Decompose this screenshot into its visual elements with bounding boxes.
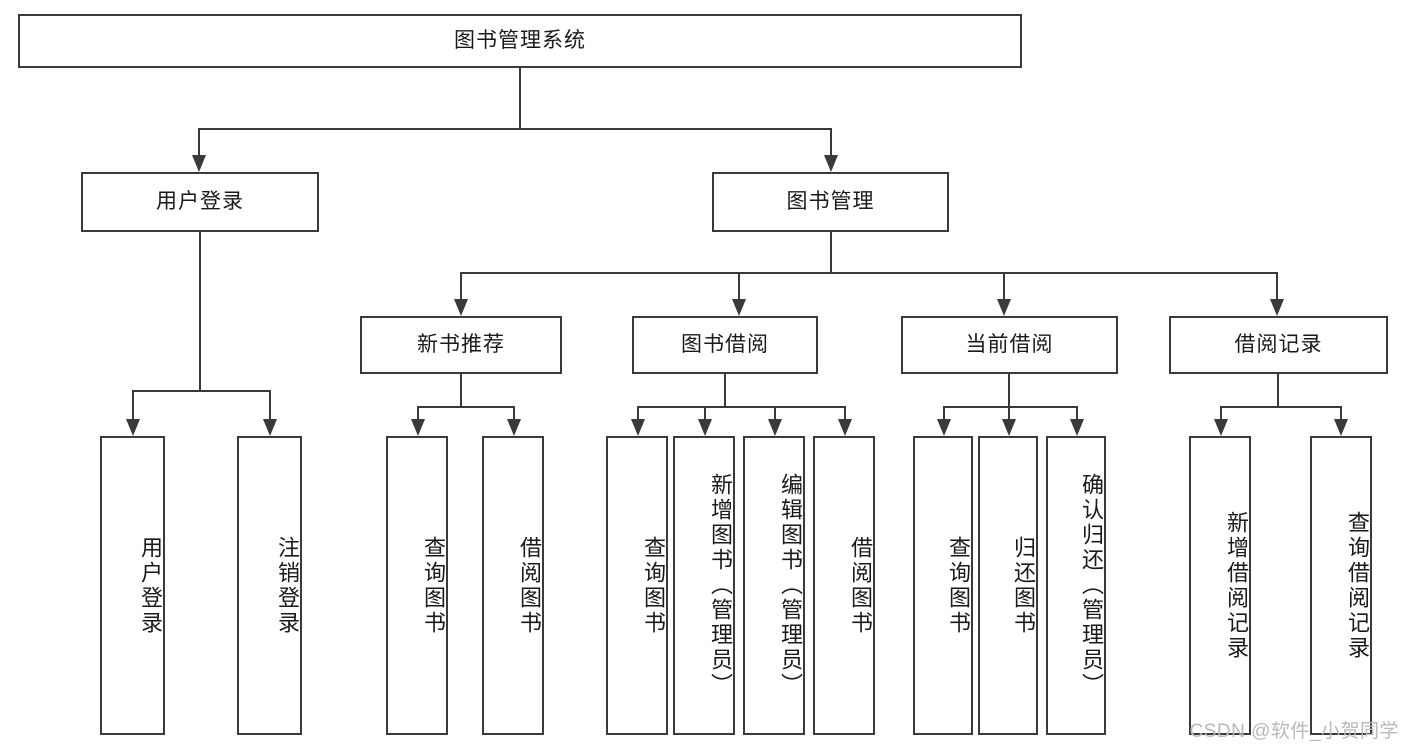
node-new-book-recommend[interactable]: 新书推荐	[360, 316, 562, 374]
node-label: 归还图书	[1011, 535, 1036, 636]
connector-book-borrow-drop-2	[704, 406, 706, 420]
connector-new-book-drop-2	[513, 406, 515, 420]
connector-book-manage-stem	[830, 232, 832, 272]
connector-current-borrow-stem	[1008, 374, 1010, 406]
connector-borrow-record-drop-2	[1340, 406, 1342, 420]
connector-new-book-drop-1	[417, 406, 419, 420]
node-book-borrow[interactable]: 图书借阅	[632, 316, 818, 374]
node-leaf-confirm-return[interactable]: 确认归还（管理员）	[1046, 436, 1106, 735]
node-label: 确认归还（管理员）	[1079, 473, 1104, 698]
connector-current-borrow-drop-1	[943, 406, 945, 420]
arrowhead-leaf-confirm-return	[1070, 419, 1084, 436]
node-user-login[interactable]: 用户登录	[81, 172, 319, 232]
connector-new-book-stem	[460, 374, 462, 406]
arrowhead-leaf-user-login	[126, 419, 140, 436]
node-leaf-query-book-borrow[interactable]: 查询图书	[606, 436, 668, 735]
arrowhead-leaf-logout	[263, 419, 277, 436]
arrowhead-leaf-query-book-2	[631, 419, 645, 436]
node-label: 新增图书（管理员）	[708, 473, 733, 698]
node-label: 借阅图书	[848, 535, 873, 636]
node-label: 用户登录	[138, 535, 163, 636]
arrowhead-new-book-recommend	[454, 299, 468, 316]
connector-level3-drop-3	[1003, 272, 1005, 300]
connector-level2-drop-book-manage	[830, 128, 832, 156]
connector-user-login-stem	[199, 232, 201, 390]
connector-level2-bar	[198, 128, 832, 130]
arrowhead-current-borrow	[997, 299, 1011, 316]
connector-book-borrow-stem	[724, 374, 726, 406]
connector-book-borrow-drop-3	[774, 406, 776, 420]
connector-level3-drop-2	[738, 272, 740, 300]
connector-borrow-record-bar	[1220, 406, 1341, 408]
node-label: 编辑图书（管理员）	[778, 473, 803, 698]
node-label: 查询图书	[946, 535, 971, 636]
connector-user-login-bar	[132, 390, 269, 392]
connector-book-borrow-drop-4	[844, 406, 846, 420]
node-label: 图书管理系统	[454, 28, 586, 52]
node-label: 图书管理	[786, 189, 875, 213]
node-leaf-query-record[interactable]: 查询借阅记录	[1310, 436, 1372, 735]
node-leaf-user-login[interactable]: 用户登录	[100, 436, 165, 735]
node-label: 借阅图书	[517, 535, 542, 636]
node-label: 查询借阅记录	[1345, 510, 1370, 661]
arrowhead-leaf-add-record	[1214, 419, 1228, 436]
arrowhead-leaf-query-record	[1334, 419, 1348, 436]
node-label: 图书借阅	[681, 332, 769, 356]
connector-borrow-record-drop-1	[1220, 406, 1222, 420]
node-leaf-return-book[interactable]: 归还图书	[978, 436, 1038, 735]
node-borrow-record[interactable]: 借阅记录	[1169, 316, 1388, 374]
node-leaf-borrow-book-borrow[interactable]: 借阅图书	[813, 436, 875, 735]
connector-current-borrow-drop-2	[1008, 406, 1010, 420]
node-leaf-add-record[interactable]: 新增借阅记录	[1189, 436, 1251, 735]
connector-book-borrow-bar	[637, 406, 845, 408]
arrowhead-leaf-borrow-book-2	[838, 419, 852, 436]
arrowhead-user-login	[192, 155, 206, 172]
node-label: 当前借阅	[965, 332, 1054, 356]
arrowhead-book-borrow	[732, 299, 746, 316]
connector-level3-bar	[460, 272, 1278, 274]
node-label: 借阅记录	[1234, 332, 1323, 356]
connector-level3-drop-4	[1276, 272, 1278, 300]
arrowhead-leaf-query-book-3	[937, 419, 951, 436]
arrowhead-leaf-borrow-book-1	[507, 419, 521, 436]
connector-new-book-bar	[417, 406, 514, 408]
connector-borrow-record-stem	[1277, 374, 1279, 406]
node-leaf-edit-book[interactable]: 编辑图书（管理员）	[743, 436, 805, 735]
connector-root-stem	[519, 68, 521, 128]
node-leaf-query-book-current[interactable]: 查询图书	[913, 436, 973, 735]
arrowhead-leaf-add-book	[698, 419, 712, 436]
connector-user-login-drop-1	[132, 390, 134, 420]
node-label: 新书推荐	[417, 332, 505, 356]
node-leaf-borrow-book-new[interactable]: 借阅图书	[482, 436, 544, 735]
connector-book-borrow-drop-1	[637, 406, 639, 420]
node-current-borrow[interactable]: 当前借阅	[901, 316, 1118, 374]
connector-level2-drop-user-login	[198, 128, 200, 156]
arrowhead-book-manage	[824, 155, 838, 172]
node-book-management[interactable]: 图书管理	[712, 172, 949, 232]
arrowhead-leaf-return-book	[1002, 419, 1016, 436]
connector-current-borrow-drop-3	[1076, 406, 1078, 420]
connector-current-borrow-bar	[943, 406, 1077, 408]
node-leaf-query-book-new[interactable]: 查询图书	[386, 436, 448, 735]
node-label: 查询图书	[421, 535, 446, 636]
node-label: 注销登录	[275, 535, 300, 636]
node-label: 查询图书	[641, 535, 666, 636]
arrowhead-leaf-edit-book	[768, 419, 782, 436]
arrowhead-leaf-query-book-1	[411, 419, 425, 436]
node-root-book-management-system[interactable]: 图书管理系统	[18, 14, 1022, 68]
node-label: 用户登录	[156, 189, 244, 213]
arrowhead-borrow-record	[1270, 299, 1284, 316]
connector-level3-drop-1	[460, 272, 462, 300]
watermark-csdn: CSDN @软件_小贺同学	[1189, 721, 1399, 742]
node-leaf-add-book[interactable]: 新增图书（管理员）	[673, 436, 735, 735]
connector-user-login-drop-2	[269, 390, 271, 420]
node-label: 新增借阅记录	[1224, 510, 1249, 661]
node-leaf-logout[interactable]: 注销登录	[237, 436, 302, 735]
